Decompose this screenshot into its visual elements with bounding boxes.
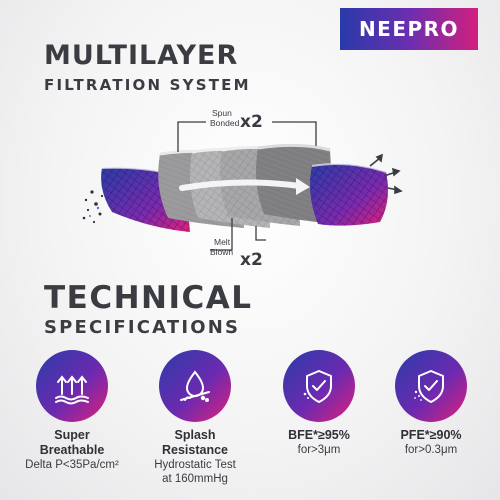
spun-bonded-count: x2 bbox=[240, 112, 263, 132]
feature-pfe-detail: for>0.3μm bbox=[404, 444, 458, 456]
spun-bonded-bracket bbox=[177, 121, 317, 152]
heading-technical: TECHNICAL bbox=[44, 280, 253, 316]
shield-check-icon bbox=[283, 350, 355, 422]
feature-breathable-title-1: Super bbox=[54, 428, 90, 442]
melt-blown-label-line2: Blown bbox=[210, 247, 233, 257]
feature-pfe-title: PFE*≥90% bbox=[400, 428, 462, 442]
heading-multilayer: MULTILAYER bbox=[44, 40, 239, 71]
breathable-arrows-icon bbox=[36, 350, 108, 422]
filtration-layers-diagram: Spun Bonded x2 Melt Blown x2 bbox=[82, 108, 403, 270]
logo-text: NEEPRO bbox=[358, 17, 460, 41]
heading-specifications: SPECIFICATIONS bbox=[44, 317, 241, 338]
shield-check-dots-icon bbox=[395, 350, 467, 422]
feature-splash-detail-1: Hydrostatic Test bbox=[154, 459, 236, 471]
melt-blown-label-line1: Melt bbox=[214, 237, 231, 247]
feature-breathable-detail: Delta P<35Pa/cm² bbox=[25, 459, 119, 471]
outflow-arrows-icon bbox=[369, 153, 403, 195]
feature-bfe-title: BFE*≥95% bbox=[288, 428, 350, 442]
brand-logo: NEEPRO bbox=[340, 8, 478, 50]
feature-breathable-title-2: Breathable bbox=[39, 443, 105, 457]
spun-bonded-label-line1: Spun bbox=[212, 108, 232, 118]
spun-bonded-label-line2: Bonded bbox=[210, 118, 240, 128]
feature-splash-title: Splash Resistance bbox=[161, 428, 228, 457]
outer-layer-right bbox=[310, 163, 388, 226]
melt-blown-count: x2 bbox=[240, 250, 263, 270]
feature-breathable: Super Breathable Delta P<35Pa/cm² bbox=[17, 350, 127, 472]
particles-icon bbox=[82, 190, 104, 224]
feature-bfe-detail: for>3μm bbox=[297, 444, 341, 456]
feature-splash-detail-2: at 160mmHg bbox=[162, 473, 228, 485]
feature-splash-resistance: Splash Resistance Hydrostatic Test at 16… bbox=[140, 350, 250, 486]
feature-pfe: PFE*≥90% for>0.3μm bbox=[376, 350, 486, 457]
melt-blown-bracket bbox=[210, 218, 266, 251]
airflow-arrow-icon bbox=[179, 178, 310, 195]
feature-bfe: BFE*≥95% for>3μm bbox=[264, 350, 374, 457]
heading-filtration-system: FILTRATION SYSTEM bbox=[44, 76, 251, 94]
water-drop-shield-icon bbox=[159, 350, 231, 422]
